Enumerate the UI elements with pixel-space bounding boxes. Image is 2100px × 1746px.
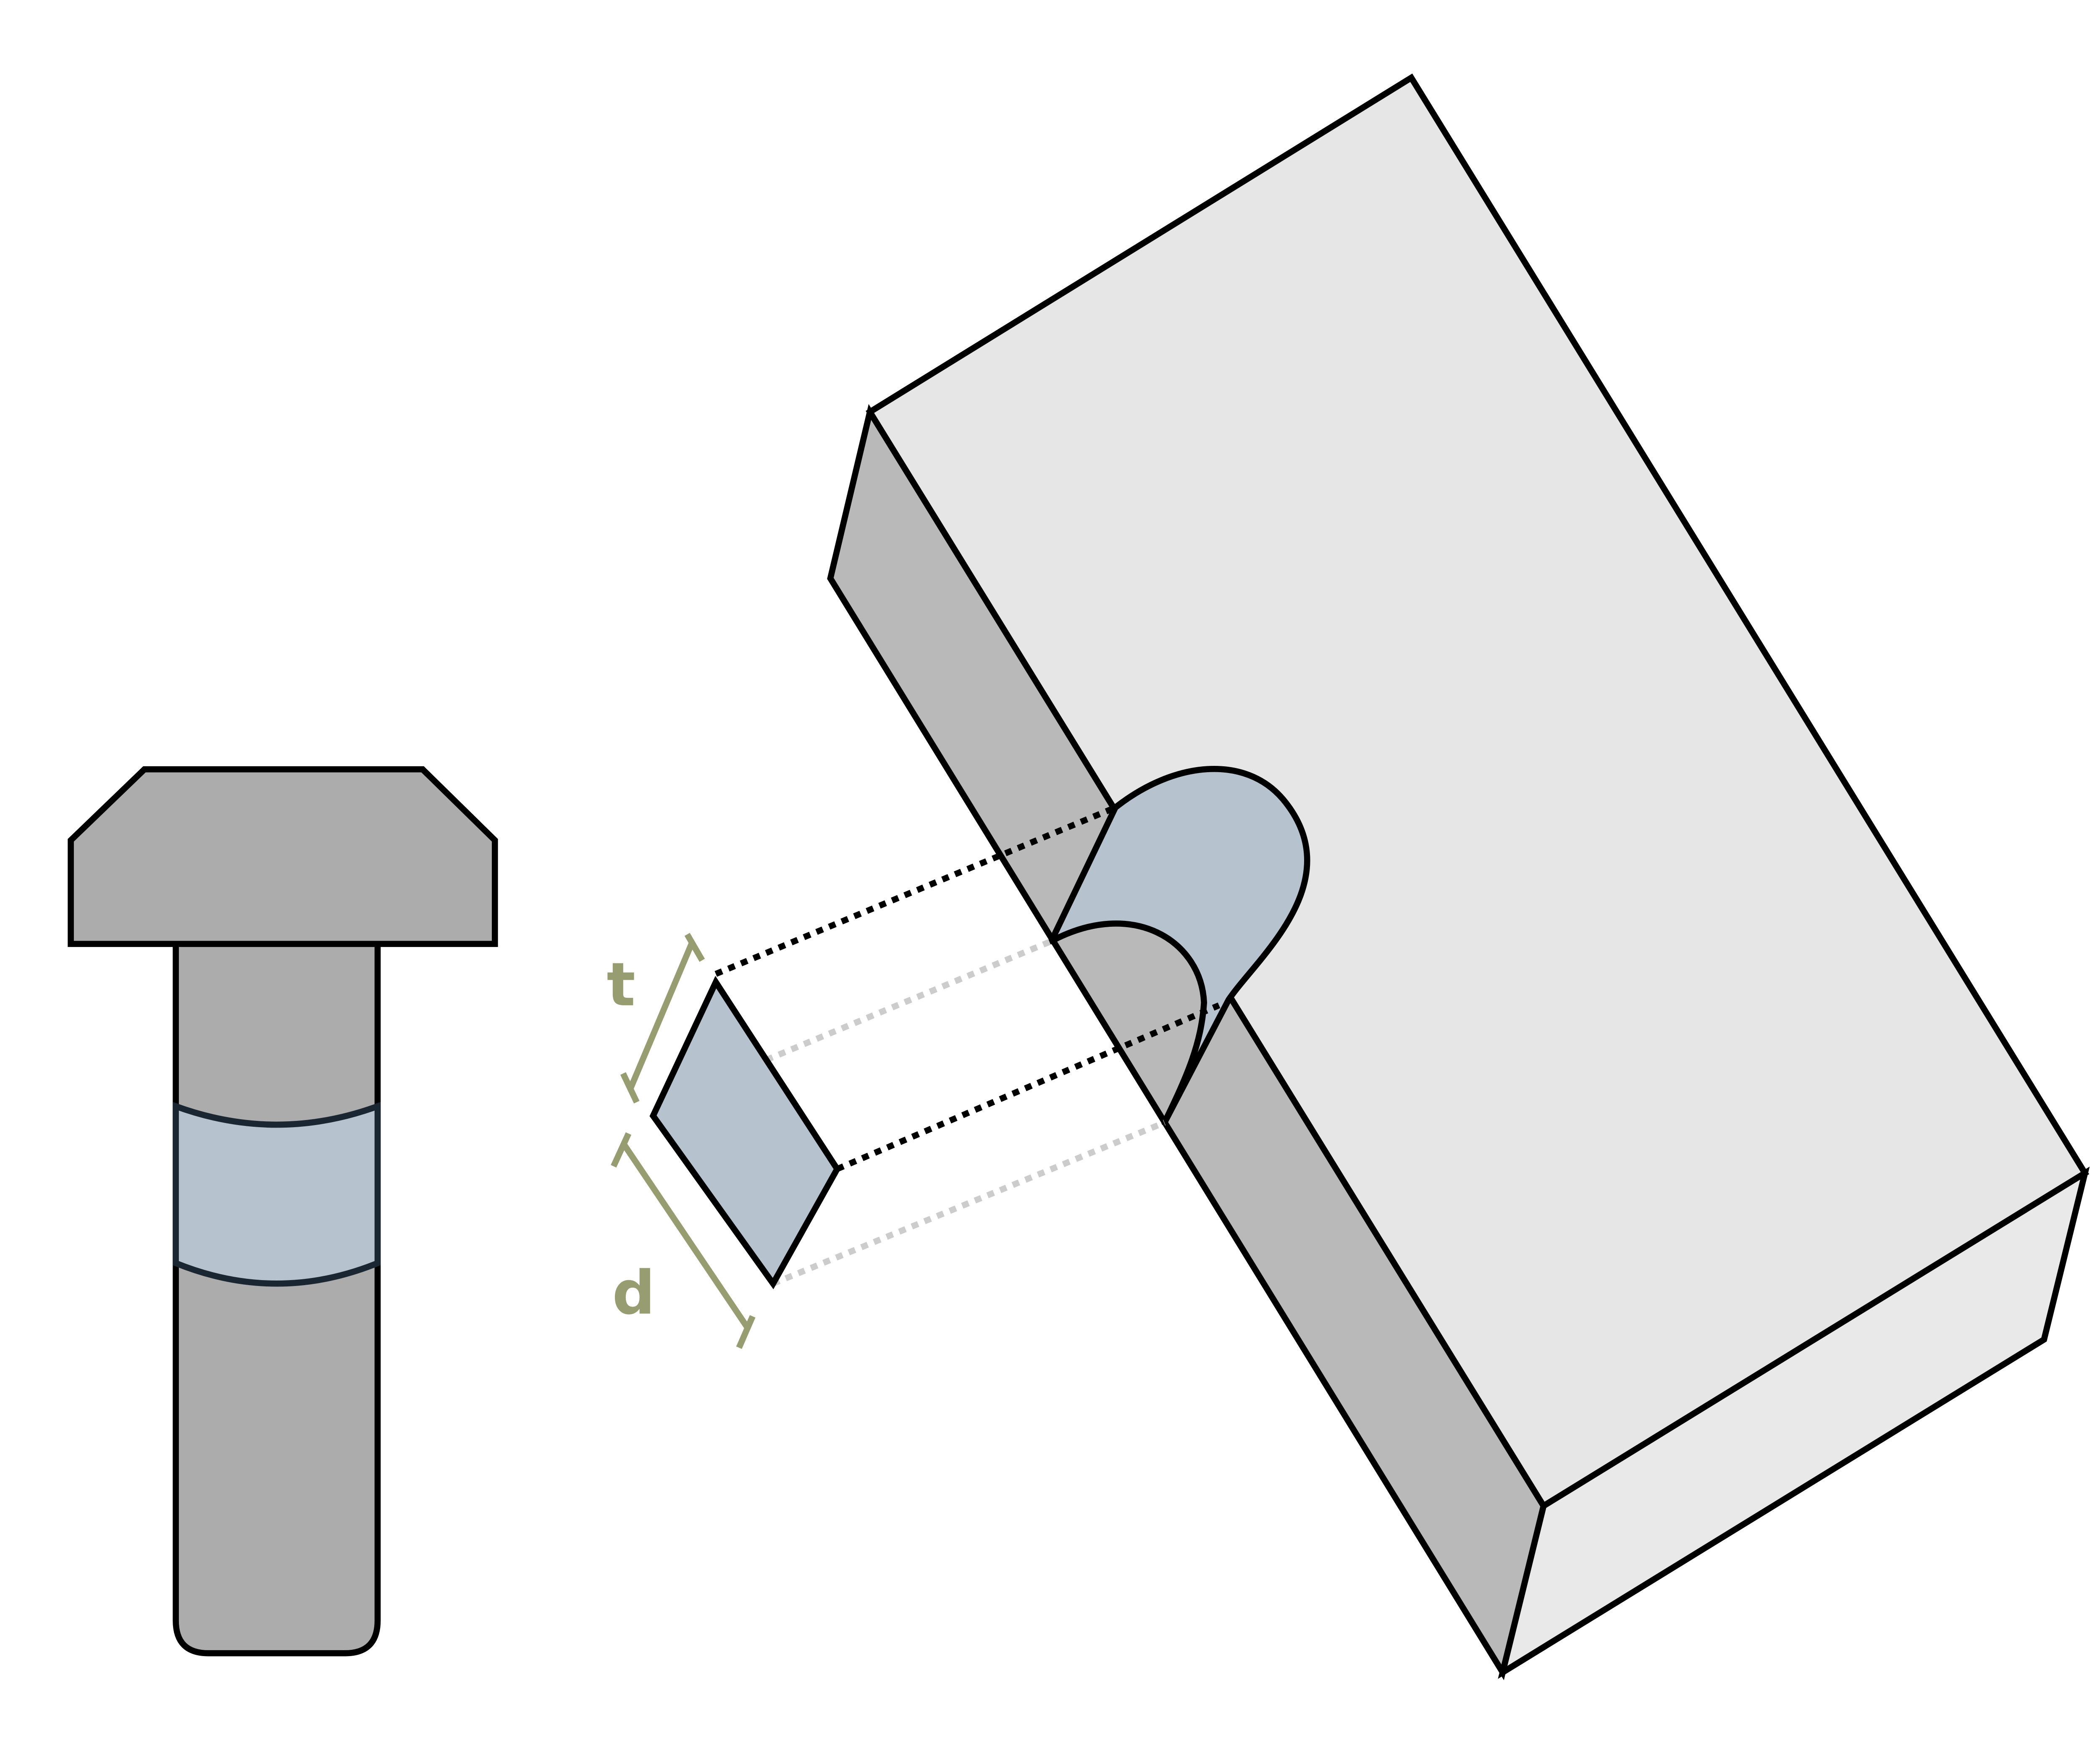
plate-hole-wall xyxy=(1048,766,1310,1126)
plate-block-icon xyxy=(827,74,2090,1680)
projection-lines xyxy=(714,805,1221,1287)
dimension-t-tick-bottom xyxy=(620,1072,640,1104)
dimension-diameter xyxy=(611,1132,756,1349)
bolt-shank xyxy=(173,938,381,1657)
projection-line-top-front xyxy=(765,938,1053,1063)
bolt-head xyxy=(68,766,498,947)
dimension-d-tick-top xyxy=(611,1132,632,1168)
projection-line-bottom-back xyxy=(836,1002,1221,1172)
projection-line-bottom-front xyxy=(772,1120,1166,1287)
bolt-bearing-band xyxy=(173,1102,381,1287)
projection-line-top-back xyxy=(714,805,1117,977)
dimension-d-label: d xyxy=(612,1258,655,1328)
dimension-t-tick-top xyxy=(684,933,705,962)
dimension-t-line xyxy=(627,940,696,1091)
dimension-d-tick-bottom xyxy=(736,1315,756,1349)
bolt-icon xyxy=(68,766,498,1657)
dimension-thickness xyxy=(620,933,705,1104)
plate-end-face xyxy=(1498,1166,2090,1679)
bearing-area-icon xyxy=(649,976,841,1289)
dimension-t-label: t xyxy=(607,949,635,1020)
dimension-d-line xyxy=(620,1141,750,1329)
